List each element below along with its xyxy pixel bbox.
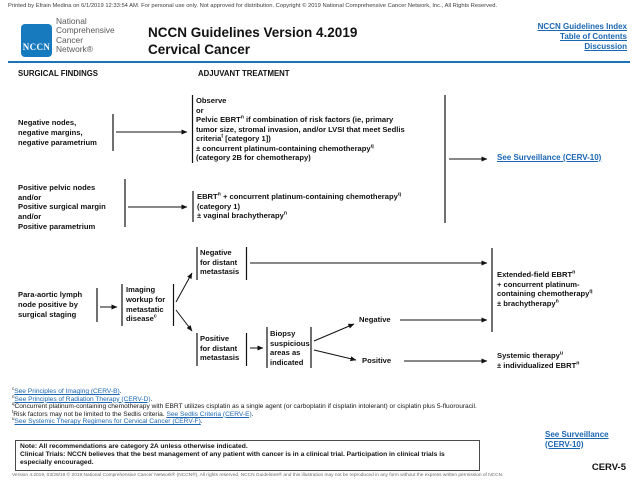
link-table-of-contents[interactable]: Table of Contents [560,32,627,41]
link-systemic-therapy-regimens[interactable]: See Systemic Therapy Regimens for Cervic… [14,418,201,425]
link-principles-of-imaging[interactable]: See Principles of Imaging (CERV-B) [14,388,120,395]
footnote-c: cSee Principles of Imaging (CERV-B). [12,385,122,395]
link-guidelines-index[interactable]: NCCN Guidelines Index [537,22,627,31]
footnote-n: nSee Principles of Radiation Therapy (CE… [12,393,153,403]
link-see-surveillance-bottom[interactable]: See Surveillance(CERV-10) [545,430,609,449]
footnote-q: qConcurrent platinum-containing chemothe… [12,400,477,410]
print-notice: Printed by Efrain Medina on 6/1/2019 12:… [8,3,498,9]
page-number: CERV-5 [591,462,626,473]
footnote-t: tRisk factors may not be limited to the … [12,408,254,418]
label-biopsy-negative: Negative [359,315,391,324]
footnotes: cSee Principles of Imaging (CERV-B). nSe… [12,385,477,426]
guidelines-version-title: NCCN Guidelines Version 4.2019 [148,25,358,40]
link-principles-of-radiation-therapy[interactable]: See Principles of Radiation Therapy (CER… [14,395,151,403]
header-links: NCCN Guidelines Index Table of Contents … [538,22,627,52]
column-header-surgical-findings: SURGICAL FINDINGS [18,69,98,78]
link-discussion[interactable]: Discussion [584,42,627,51]
flow-arrows [100,129,488,364]
link-see-surveillance[interactable]: See Surveillance (CERV-10) [497,153,602,162]
column-header-adjuvant-treatment: ADJUVANT TREATMENT [198,69,290,78]
node-negative-findings: Negative nodes,negative margins,negative… [18,118,97,147]
clinical-trials-line: Clinical Trials: NCCN believes that the … [20,450,445,466]
node-extended-field-ebrt: Extended-field EBRTn+ concurrent platinu… [497,269,593,308]
header-divider [8,61,630,64]
footnote-u: uSee Systemic Therapy Regimens for Cervi… [12,415,203,425]
version-copyright-line: Version 4.2019, 03/29/19 © 2019 National… [12,473,504,478]
cancer-type-title: Cervical Cancer [148,42,251,57]
nccn-logo-text: NCCN [22,42,51,52]
node-ebrt-concurrent-chemo: EBRTn + concurrent platinum-containing c… [197,191,401,220]
node-systemic-therapy: Systemic therapyu± individualized EBRTn [497,350,580,370]
label-biopsy-positive: Positive [362,356,392,365]
note-box: Note: All recommendations are category 2… [15,440,480,471]
nccn-logo: NCCN [21,24,52,57]
link-sedlis-criteria[interactable]: See Sedlis Criteria (CERV-E) [166,410,252,418]
note-line: Note: All recommendations are category 2… [20,443,248,450]
